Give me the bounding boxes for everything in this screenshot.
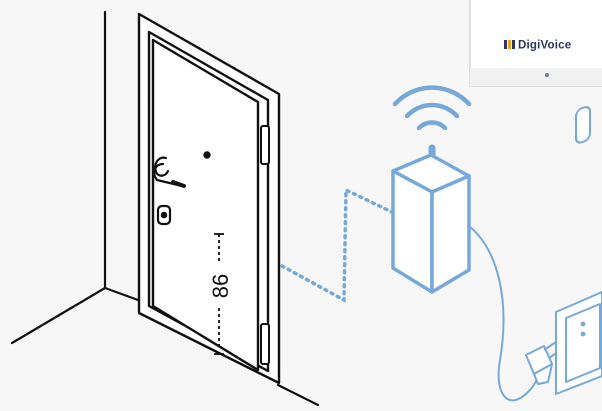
wall-socket (556, 105, 602, 394)
wireless-link (282, 190, 396, 300)
peephole (204, 152, 209, 157)
power-cable (469, 226, 540, 400)
brand-logo: DigiVoice (518, 40, 571, 52)
hinge-bottom (261, 324, 269, 364)
receiver-device (393, 148, 469, 292)
device-side (432, 176, 469, 292)
door (139, 14, 279, 383)
wifi-signal-icon (395, 88, 469, 128)
hinge-top (261, 126, 269, 164)
height-label: 86 (208, 274, 233, 298)
device-front (393, 171, 432, 292)
digivoice-logo-icon (504, 40, 515, 49)
